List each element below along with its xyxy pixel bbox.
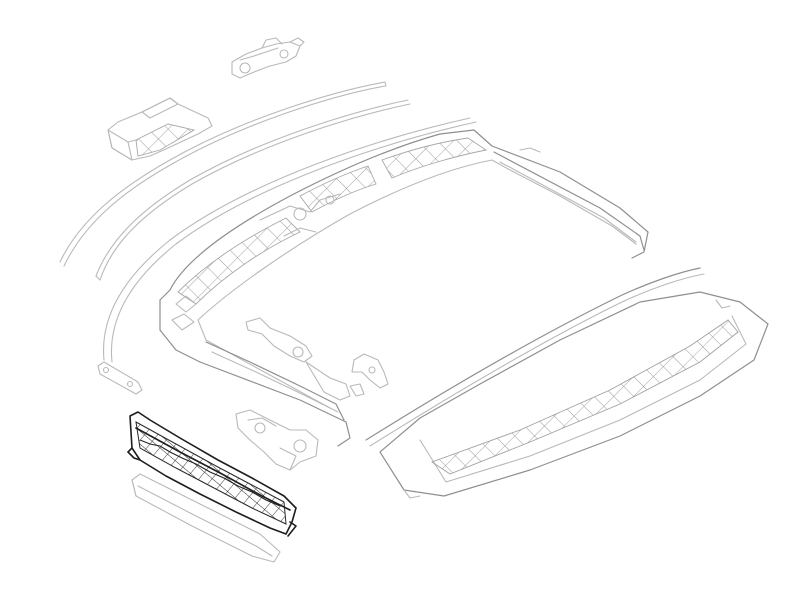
hinge-latch-middle [245, 317, 351, 401]
lower-drive-mechanism [235, 409, 319, 471]
actuator-motor-part [231, 37, 305, 79]
lower-seal-strip [131, 473, 281, 563]
highlighted-trim-strip [127, 411, 297, 537]
long-seal-strip [102, 117, 477, 363]
rear-wind-deflector [365, 267, 769, 499]
mesh-bracket-box [107, 97, 213, 161]
small-lever-part [349, 353, 389, 397]
roof-frame [159, 129, 649, 447]
inner-rail-strip [95, 99, 411, 281]
outer-rail-strip [59, 81, 387, 267]
small-mounting-plate [97, 361, 143, 395]
